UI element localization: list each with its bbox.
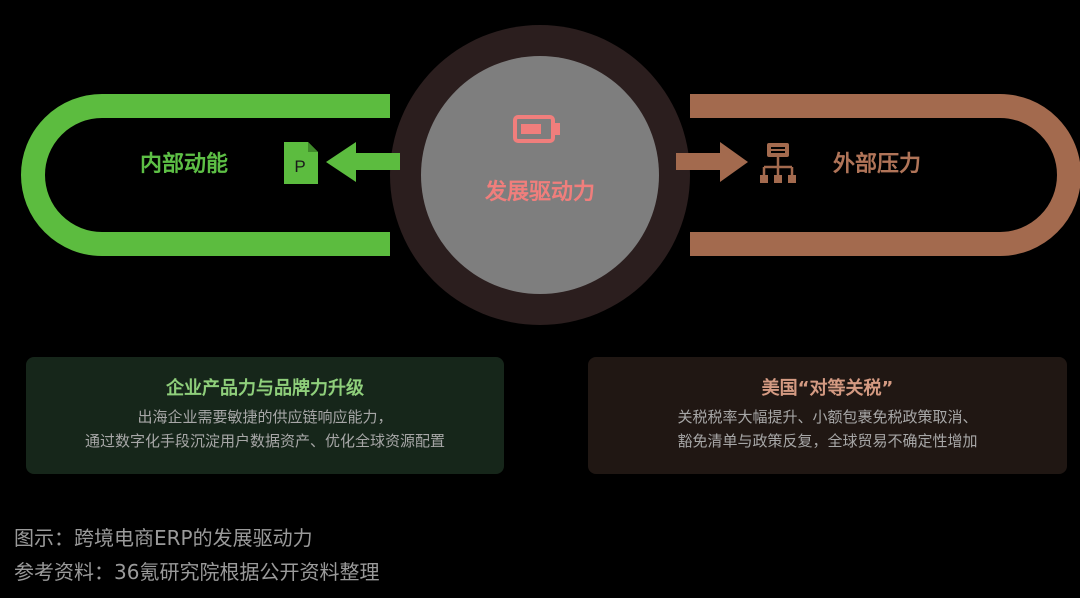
external-card-title: 美国“对等关税” [761,378,894,399]
driver-diagram: P [21,25,1080,325]
internal-card-line-1: 出海企业需要敏捷的供应链响应能力， [137,408,393,426]
internal-card-title: 企业产品力与品牌力升级 [166,378,364,399]
svg-text:P: P [294,157,305,176]
external-card-line-2: 豁免清单与政策反复，全球贸易不确定性增加 [677,432,978,450]
battery-icon [513,115,560,143]
source-note: 参考资料：36氪研究院根据公开资料整理 [14,560,380,584]
internal-track [21,94,390,256]
arrow-right-icon [676,142,748,182]
center-disc [421,56,659,294]
external-track [690,94,1080,256]
external-pressure-label: 外部压力 [833,152,922,177]
internal-card: 企业产品力与品牌力升级 出海企业需要敏捷的供应链响应能力， 通过数字化手段沉淀用… [26,357,504,474]
external-card-line-1: 关税税率大幅提升、小额包裹免税政策取消、 [677,408,978,426]
document-p-icon: P [284,142,318,184]
driving-force-label: 发展驱动力 [484,180,595,205]
hierarchy-icon [760,143,796,183]
figure-caption: 图示：跨境电商ERP的发展驱动力 [14,526,313,550]
arrow-left-icon [326,142,400,182]
external-card: 美国“对等关税” 关税税率大幅提升、小额包裹免税政策取消、 豁免清单与政策反复，… [588,357,1067,474]
internal-momentum-label: 内部动能 [140,152,229,177]
internal-card-line-2: 通过数字化手段沉淀用户数据资产、优化全球资源配置 [84,432,445,450]
